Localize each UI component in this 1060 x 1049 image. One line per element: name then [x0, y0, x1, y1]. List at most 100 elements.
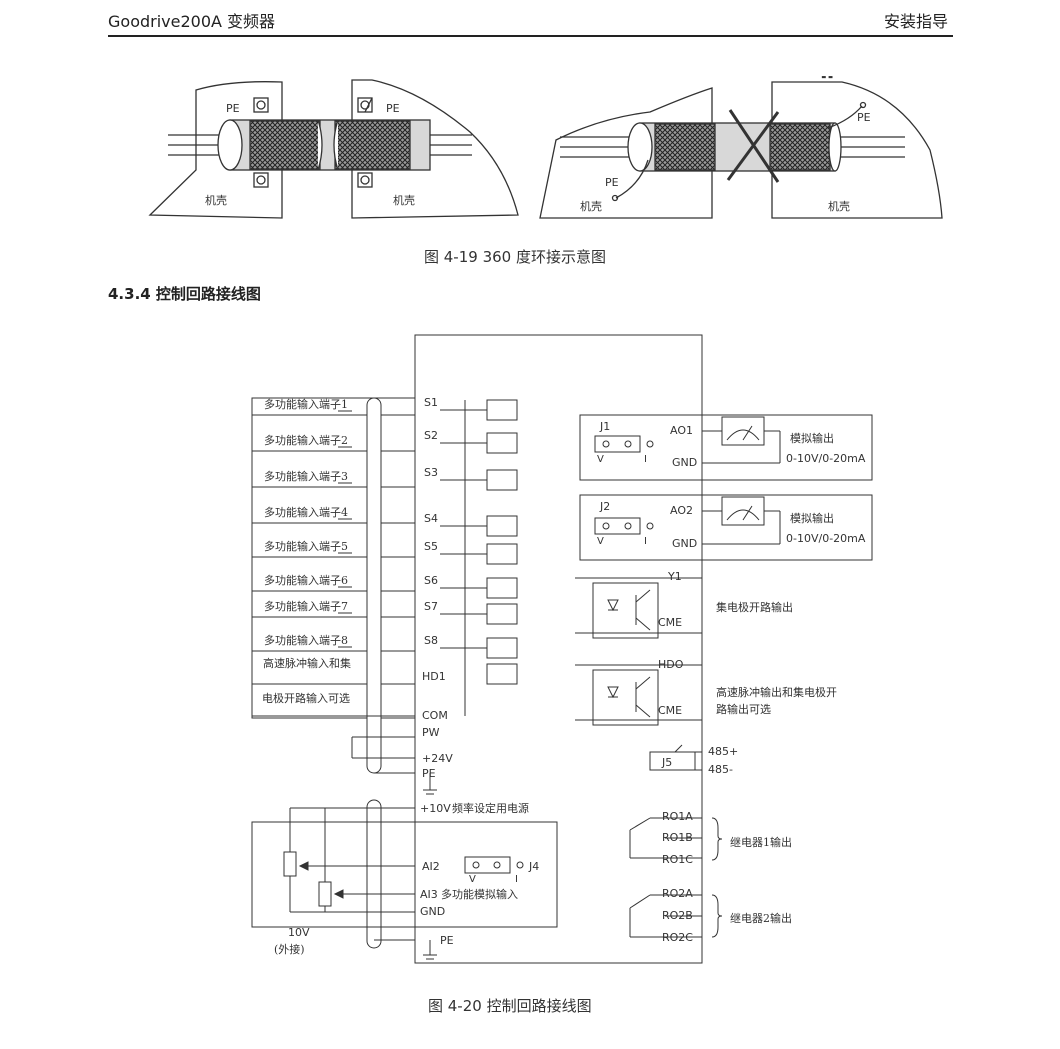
- ro2-desc: 继电器2输出: [730, 911, 792, 925]
- p10-desc: 频率设定用电源: [452, 801, 529, 815]
- p24-terminal: +24V: [422, 752, 453, 765]
- j1-v: V: [597, 454, 604, 465]
- fig19-chassis-label-3: 机壳: [580, 199, 602, 213]
- fig19-pe-label-1: PE: [226, 102, 240, 115]
- j1-label: J1: [599, 420, 610, 433]
- input-label-7: 多功能输入端子7: [264, 599, 348, 613]
- y1-cme: CME: [658, 616, 682, 629]
- ext-10v: 10V: [288, 926, 310, 939]
- y1-terminal: Y1: [667, 570, 682, 583]
- rs485-minus: 485-: [708, 763, 733, 776]
- fig20-caption: 图 4-20 控制回路接线图: [428, 997, 592, 1015]
- input-label-3: 多功能输入端子3: [264, 469, 348, 483]
- hdo-terminal: HDO: [658, 658, 684, 671]
- j2-i: I: [644, 536, 647, 547]
- hd1-label-2: 电极开路输入可选: [262, 691, 350, 705]
- input-terminal-6: S6: [424, 574, 438, 587]
- header-section: 安装指导: [883, 12, 948, 31]
- j4-label: J4: [528, 860, 539, 873]
- opto-module-1: [486, 399, 518, 421]
- header-title: Goodrive200A 变频器: [108, 12, 276, 31]
- opto-module-5: [486, 543, 518, 565]
- opto-module-2: [486, 432, 518, 454]
- opto-module-hd1: [486, 663, 518, 685]
- hdo-desc-2: 路输出可选: [716, 702, 771, 716]
- ao2-terminal: AO2: [670, 504, 693, 517]
- ro1c: RO1C: [662, 853, 693, 866]
- opto-module-4: [486, 515, 518, 537]
- opto-module-7: [486, 603, 518, 625]
- fig19-pe-label-4: PE: [857, 111, 871, 124]
- ro1b: RO1B: [662, 831, 693, 844]
- input-terminal-2: S2: [424, 429, 438, 442]
- opto-module-6: [486, 577, 518, 599]
- hdo-desc-1: 高速脉冲输出和集电极开: [716, 685, 837, 699]
- hd1-terminal: HD1: [422, 670, 446, 683]
- p10-terminal: +10V: [420, 802, 451, 815]
- ro2b: RO2B: [662, 909, 693, 922]
- ai3-desc: 多功能模拟输入: [441, 887, 518, 901]
- shield-tube-upper: [366, 397, 382, 774]
- input-label-5: 多功能输入端子5: [264, 539, 348, 553]
- ext-label: (外接): [274, 943, 305, 956]
- inverter-box: [414, 334, 703, 964]
- ao1-terminal: AO1: [670, 424, 693, 437]
- svg-text:- -: - -: [822, 72, 833, 83]
- shield-tube-lower: [366, 799, 382, 949]
- input-label-8: 多功能输入端子8: [264, 633, 348, 647]
- ao2-gnd: GND: [672, 537, 697, 550]
- rs485-plus: 485+: [708, 745, 738, 758]
- input-terminal-1: S1: [424, 396, 438, 409]
- pw-terminal: PW: [422, 726, 440, 739]
- input-label-4: 多功能输入端子4: [264, 505, 348, 519]
- fig19-correct-diagram: [148, 79, 519, 219]
- pe-terminal: PE: [422, 767, 436, 780]
- ro2a: RO2A: [662, 887, 693, 900]
- ao2-desc-2: 0-10V/0-20mA: [786, 532, 866, 545]
- ao1-desc-2: 0-10V/0-20mA: [786, 452, 866, 465]
- y1-desc: 集电极开路输出: [716, 600, 793, 614]
- ai2-terminal: AI2: [422, 860, 440, 873]
- fig20-diagram: [251, 334, 873, 964]
- ro1a: RO1A: [662, 810, 693, 823]
- j2-label: J2: [599, 500, 610, 513]
- input-terminal-8: S8: [424, 634, 438, 647]
- fig19-wrong-diagram: - -: [539, 71, 943, 219]
- j5-label: J5: [661, 756, 672, 769]
- fig19-chassis-label-2: 机壳: [393, 193, 415, 207]
- gnd-terminal: GND: [420, 905, 445, 918]
- j4-i: I: [515, 874, 518, 885]
- fig19-pe-label-2: PE: [386, 102, 400, 115]
- input-terminal-4: S4: [424, 512, 438, 525]
- pe2-terminal: PE: [440, 934, 454, 947]
- ro1-desc: 继电器1输出: [730, 835, 792, 849]
- analog-input-box: [251, 821, 558, 928]
- com-terminal: COM: [422, 709, 448, 722]
- input-label-2: 多功能输入端子2: [264, 433, 348, 447]
- fig19-pe-label-3: PE: [605, 176, 619, 189]
- opto-module-8: [486, 637, 518, 659]
- fig19-chassis-label-1: 机壳: [205, 193, 227, 207]
- input-label-6: 多功能输入端子6: [264, 573, 348, 587]
- ao2-desc-1: 模拟输出: [790, 511, 834, 525]
- ro2c: RO2C: [662, 931, 693, 944]
- input-terminal-3: S3: [424, 466, 438, 479]
- header-rule: [108, 35, 953, 37]
- ao1-gnd: GND: [672, 456, 697, 469]
- section-title: 4.3.4 控制回路接线图: [108, 285, 261, 303]
- fig19-chassis-label-4: 机壳: [828, 199, 850, 213]
- fig19-caption: 图 4-19 360 度环接示意图: [424, 248, 606, 266]
- input-label-1: 多功能输入端子1: [264, 397, 348, 411]
- hdo-cme: CME: [658, 704, 682, 717]
- j2-v: V: [597, 536, 604, 547]
- ai3-terminal: AI3: [420, 888, 438, 901]
- j4-v: V: [469, 874, 476, 885]
- input-terminal-5: S5: [424, 540, 438, 553]
- input-group-box: [251, 397, 416, 719]
- input-terminal-7: S7: [424, 600, 438, 613]
- j1-i: I: [644, 454, 647, 465]
- opto-module-3: [486, 469, 518, 491]
- hd1-label-1: 高速脉冲输入和集: [263, 656, 351, 670]
- ao1-desc-1: 模拟输出: [790, 431, 834, 445]
